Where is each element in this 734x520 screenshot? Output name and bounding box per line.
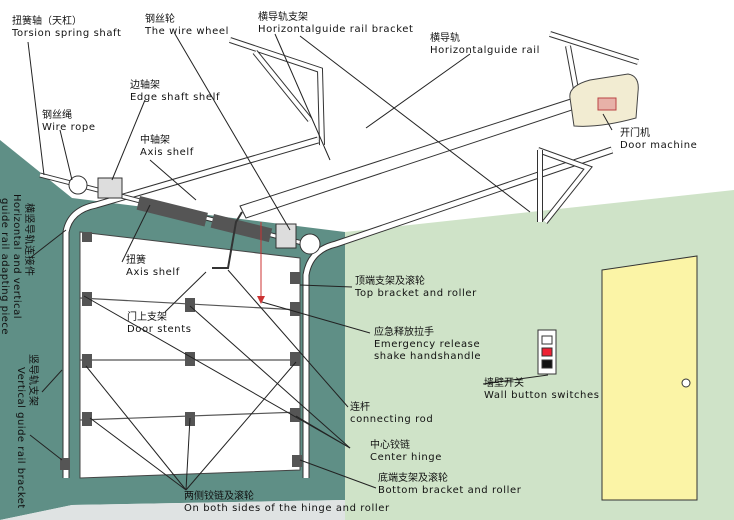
opener-rail (239, 95, 585, 219)
label-en: Horizontalguide rail bracket (258, 24, 414, 35)
label-cn: 应急释放拉手 (374, 327, 434, 338)
label-side-hinge: 两侧铰链及滚轮 On both sides of the hinge and r… (184, 491, 390, 515)
label-edge-shaft-shelf: 边轴架 Edge shaft shelf (130, 80, 220, 104)
label-bottom-bracket: 底端支架及滚轮 Bottom bracket and roller (378, 473, 521, 497)
wall-switch (537, 329, 557, 375)
rail-brackets (229, 31, 639, 224)
label-en: Horizontalguide rail (430, 45, 540, 56)
label-en: Emergency release (374, 339, 481, 350)
label-cn: 底端支架及滚轮 (378, 473, 448, 484)
label-cn: 横导轨 (430, 33, 460, 44)
door-machine (569, 73, 639, 127)
label-door-stents: 门上支架 Door stents (127, 312, 192, 336)
label-en: Wire rope (42, 122, 96, 133)
label-cn: 中轴架 (140, 135, 170, 146)
label-en: Wall button switches (484, 390, 600, 401)
label-axis-shelf: 中轴架 Axis shelf (140, 135, 194, 159)
label-en: Torsion spring shaft (12, 28, 122, 39)
label-en: Door machine (620, 140, 698, 151)
label-cn: 两侧铰链及滚轮 (184, 491, 254, 502)
label-en: Door stents (127, 324, 192, 335)
label-cn: 连杆 (350, 402, 370, 413)
torsion-shaft (39, 172, 321, 255)
connecting-rod (212, 211, 243, 269)
leader-lines (27, 33, 613, 491)
label-en: On both sides of the hinge and roller (184, 503, 390, 514)
label-en: Center hinge (370, 452, 442, 463)
label-rail-bracket: 横导轨支架 Horizontalguide rail bracket (258, 12, 414, 36)
label-cn: 中心铰链 (370, 440, 410, 451)
label-en: shake handshandle (374, 351, 482, 362)
label-cn: 开门机 (620, 128, 650, 139)
label-wire-wheel: 钢丝轮 The wire wheel (145, 14, 229, 38)
label-en: Axis shelf (140, 147, 194, 158)
label-en: The wire wheel (145, 26, 229, 37)
label-rail-adapter-cn: 横竖导轨连接件 (23, 203, 34, 277)
label-connecting-rod: 连杆 connecting rod (350, 402, 433, 426)
left-wall (0, 140, 72, 520)
label-cn: 门上支架 (127, 312, 167, 323)
label-cn: 边轴架 (130, 80, 160, 91)
label-door-machine: 开门机 Door machine (620, 128, 697, 152)
label-en: Bottom bracket and roller (378, 485, 522, 496)
label-cn: 钢丝轮 (145, 14, 175, 25)
label-cn: 顶端支架及滚轮 (355, 276, 425, 287)
label-emergency-release: 应急释放拉手 Emergency release shake handshand… (374, 327, 481, 363)
label-vertical-rail-cn: 竖导轨支架 (27, 354, 38, 407)
floor (0, 500, 345, 520)
label-horizontal-rail: 横导轨 Horizontalguide rail (430, 33, 540, 57)
label-cn: 扭簧轴（天杠） (12, 16, 82, 27)
label-vertical-rail-en: Vertical guide rail bracket (15, 367, 26, 509)
label-wall-switch: 墙壁开关 Wall button switches (484, 378, 600, 402)
label-cn: 钢丝绳 (42, 110, 72, 121)
guide-rails (62, 136, 614, 478)
label-en: Top bracket and roller (355, 288, 477, 299)
label-wire-rope: 钢丝绳 Wire rope (42, 110, 96, 134)
label-rail-adapter-en1: Horizontal and vertical (11, 194, 22, 320)
label-cn: 扭簧 (126, 255, 146, 266)
label-en: Axis shelf (126, 267, 180, 278)
label-torsion-shaft: 扭簧轴（天杠） Torsion spring shaft (12, 16, 122, 40)
label-cn: 横导轨支架 (258, 12, 308, 23)
label-top-bracket: 顶端支架及滚轮 Top bracket and roller (355, 276, 477, 300)
label-center-hinge: 中心铰链 Center hinge (370, 440, 442, 464)
release-handle-icon (257, 296, 265, 304)
label-en: connecting rod (350, 414, 434, 425)
label-cn: 墙壁开关 (484, 378, 524, 389)
label-spring: 扭簧 Axis shelf (126, 255, 180, 279)
side-door (601, 255, 698, 501)
label-en: Edge shaft shelf (130, 92, 221, 103)
label-rail-adapter-en2: guide rail adapting piece (0, 198, 10, 336)
